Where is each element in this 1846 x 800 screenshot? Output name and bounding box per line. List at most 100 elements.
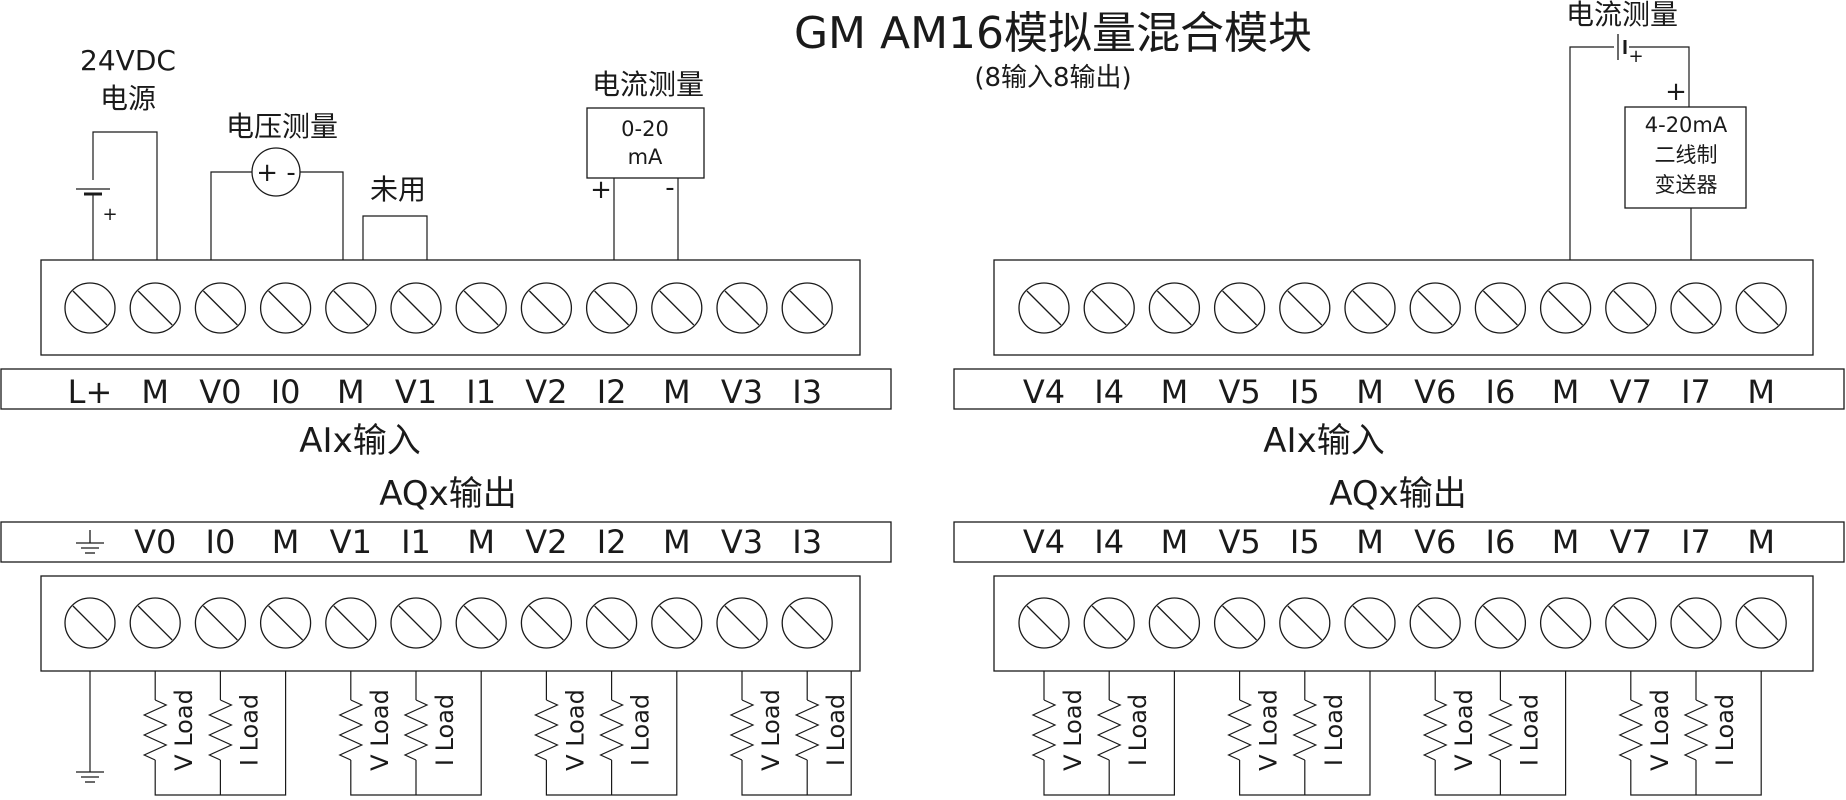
terminal-label: I0	[271, 373, 301, 411]
terminal-label: V0	[199, 373, 241, 411]
terminal-label: M	[663, 373, 691, 411]
terminal-screw-icon	[1344, 282, 1396, 334]
terminal-screw-icon	[325, 282, 377, 334]
terminal-label: M	[1356, 373, 1384, 411]
terminal-screw-icon	[585, 597, 638, 649]
terminal-screw-icon	[1539, 597, 1592, 649]
v-load-label: V Load	[1450, 689, 1478, 771]
terminal-screw-icon	[325, 597, 377, 649]
terminal-label: I7	[1681, 373, 1711, 411]
terminal-label: M	[1356, 523, 1384, 561]
terminal-label: I5	[1290, 373, 1320, 411]
terminal-screw-icon	[1605, 282, 1657, 334]
terminal-screw-icon	[520, 597, 573, 649]
aq-label-strip-left	[0, 521, 892, 563]
voltage-measure-label: 电压测量	[226, 110, 338, 143]
current-box-plus: +	[590, 175, 612, 205]
terminal-screw-icon	[1148, 282, 1201, 334]
terminal-label: I6	[1486, 523, 1516, 561]
terminal-label: V5	[1218, 523, 1260, 561]
output-loads: V Load I Load V Load I Load V Load I Load V Lo…	[142, 671, 1762, 796]
v-load-label: V Load	[366, 689, 394, 771]
terminal-label: I4	[1094, 373, 1124, 411]
terminal-label: V2	[525, 373, 567, 411]
terminal-label: M	[1747, 373, 1775, 411]
battery-icon: +	[76, 131, 158, 260]
terminal-screw-icon	[1018, 282, 1070, 334]
terminal-screw-icon	[1083, 597, 1135, 649]
terminal-label: M	[1161, 373, 1189, 411]
svg-text:+: +	[102, 204, 117, 225]
svg-text:变送器: 变送器	[1655, 173, 1718, 197]
terminal-screw-icon	[651, 282, 703, 334]
load-group: V Load I Load	[533, 671, 678, 796]
terminal-label: I5	[1290, 523, 1320, 561]
current-box-minus: -	[665, 173, 674, 203]
i-load-label: I Load	[1515, 694, 1543, 766]
i-load-label: I Load	[822, 694, 850, 766]
i-load-label: I Load	[627, 694, 655, 766]
terminal-screw-icon	[1474, 282, 1527, 334]
terminal-label: M	[337, 373, 365, 411]
diagram-title: GM AM16模拟量混合模块	[794, 8, 1312, 59]
terminal-screw-icon	[1605, 597, 1657, 649]
terminal-label: M	[663, 523, 691, 561]
terminal-screw-icon	[1474, 597, 1527, 649]
unused-label: 未用	[370, 173, 426, 206]
terminal-screw-icon	[455, 597, 507, 649]
terminal-label: V7	[1610, 373, 1652, 411]
terminal-label: V4	[1023, 523, 1065, 561]
v-load-label: V Load	[757, 689, 785, 771]
terminal-label: L+	[68, 373, 113, 411]
transmitter-plus: +	[1665, 77, 1687, 107]
terminal-label: I2	[597, 523, 627, 561]
terminal-screw-icon	[1539, 282, 1592, 334]
load-group: V Load I Load	[729, 671, 852, 796]
terminal-screw-icon	[259, 597, 312, 649]
terminal-label: M	[1552, 373, 1580, 411]
terminal-label: V3	[721, 373, 763, 411]
i-load-label: I Load	[235, 694, 263, 766]
svg-text:+: +	[1628, 46, 1643, 67]
terminal-label: V6	[1414, 373, 1456, 411]
ground-icon	[76, 530, 104, 554]
unused-link-wire	[362, 215, 428, 260]
diagram-subtitle: (8输入8输出)	[974, 63, 1131, 93]
terminal-screw-icon	[1018, 597, 1070, 649]
terminal-screw-icon	[390, 282, 442, 334]
ai-section-label-left: AIx输入	[299, 421, 420, 461]
load-group: V Load I Load	[1422, 671, 1567, 796]
terminal-screw-icon	[1409, 282, 1461, 334]
aq-label-strip-right	[953, 521, 1845, 563]
terminal-screws	[64, 282, 1787, 649]
terminal-label: I0	[206, 523, 236, 561]
terminal-label: V5	[1218, 373, 1260, 411]
terminal-label: I6	[1486, 373, 1516, 411]
v-load-label: V Load	[561, 689, 589, 771]
terminal-label: V1	[330, 523, 372, 561]
voltmeter-signs: + -	[256, 158, 295, 188]
ai-section-label-right: AIx输入	[1263, 421, 1384, 461]
terminal-screw-icon	[1735, 282, 1787, 334]
terminal-label: M	[1747, 523, 1775, 561]
terminal-label: V0	[134, 523, 176, 561]
terminal-screw-icon	[64, 597, 116, 649]
current-measure-label-left: 电流测量	[592, 68, 704, 101]
terminal-screw-icon	[1735, 597, 1787, 649]
power-label-line2: 电源	[100, 82, 156, 115]
terminal-label: I1	[401, 523, 431, 561]
i-load-label: I Load	[1320, 694, 1348, 766]
terminal-label: I1	[466, 373, 496, 411]
terminal-label: M	[1552, 523, 1580, 561]
terminal-screw-icon	[1344, 597, 1396, 649]
ai-label-strip-right	[953, 368, 1845, 410]
terminal-label: I3	[792, 523, 822, 561]
terminal-label: V7	[1610, 523, 1652, 561]
terminal-label: I4	[1094, 523, 1124, 561]
terminal-screw-icon	[1213, 597, 1266, 649]
terminal-screw-icon	[194, 597, 247, 649]
